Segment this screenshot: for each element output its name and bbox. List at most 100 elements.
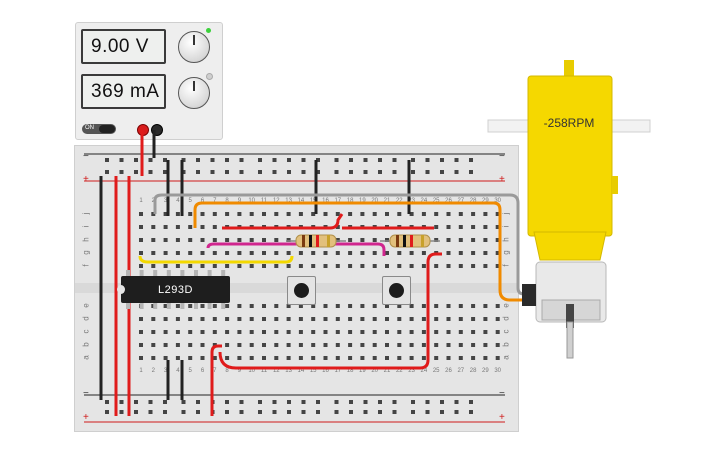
breadboard-hole[interactable] xyxy=(434,317,439,321)
breadboard-hole[interactable] xyxy=(200,343,205,347)
breadboard-hole[interactable] xyxy=(471,225,476,229)
breadboard-hole[interactable] xyxy=(225,264,230,268)
breadboard-hole[interactable] xyxy=(274,343,279,347)
breadboard-hole[interactable] xyxy=(286,238,291,242)
breadboard-hole[interactable] xyxy=(139,264,143,268)
breadboard-hole[interactable] xyxy=(458,356,463,360)
breadboard-hole[interactable] xyxy=(225,400,229,404)
breadboard-hole[interactable] xyxy=(446,212,451,216)
breadboard-hole[interactable] xyxy=(249,264,254,268)
breadboard-hole[interactable] xyxy=(188,225,193,229)
breadboard-hole[interactable] xyxy=(421,304,426,308)
breadboard-hole[interactable] xyxy=(440,410,444,414)
breadboard-hole[interactable] xyxy=(385,356,389,360)
breadboard-hole[interactable] xyxy=(434,343,439,347)
breadboard-hole[interactable] xyxy=(409,330,414,334)
breadboard-hole[interactable] xyxy=(298,343,303,347)
breadboard-hole[interactable] xyxy=(163,158,167,162)
voltage-knob[interactable] xyxy=(178,31,210,63)
breadboard-hole[interactable] xyxy=(200,356,205,360)
breadboard-hole[interactable] xyxy=(139,317,143,321)
breadboard-hole[interactable] xyxy=(249,212,254,216)
breadboard-hole[interactable] xyxy=(200,251,205,255)
breadboard-hole[interactable] xyxy=(301,400,306,404)
breadboard-hole[interactable] xyxy=(409,343,414,347)
breadboard-hole[interactable] xyxy=(372,356,377,360)
breadboard-hole[interactable] xyxy=(249,343,254,347)
breadboard-hole[interactable] xyxy=(360,264,365,268)
breadboard-hole[interactable] xyxy=(134,158,138,162)
breadboard-hole[interactable] xyxy=(348,251,353,255)
breadboard-hole[interactable] xyxy=(495,304,500,308)
breadboard-hole[interactable] xyxy=(335,330,340,334)
breadboard-hole[interactable] xyxy=(434,304,439,308)
breadboard-hole[interactable] xyxy=(440,400,444,404)
breadboard-hole[interactable] xyxy=(409,317,414,321)
breadboard-hole[interactable] xyxy=(188,238,193,242)
breadboard-hole[interactable] xyxy=(458,317,463,321)
breadboard-hole[interactable] xyxy=(397,212,402,216)
breadboard-hole[interactable] xyxy=(151,356,156,360)
breadboard-hole[interactable] xyxy=(446,317,451,321)
breadboard-hole[interactable] xyxy=(175,212,180,216)
breadboard-hole[interactable] xyxy=(119,410,124,414)
breadboard-hole[interactable] xyxy=(274,317,279,321)
breadboard-hole[interactable] xyxy=(287,400,291,404)
breadboard-hole[interactable] xyxy=(163,400,167,404)
breadboard-hole[interactable] xyxy=(225,251,230,255)
breadboard-hole[interactable] xyxy=(378,400,382,404)
breadboard-hole[interactable] xyxy=(311,251,316,255)
breadboard-hole[interactable] xyxy=(363,158,368,162)
breadboard-hole[interactable] xyxy=(495,356,500,360)
breadboard-hole[interactable] xyxy=(335,343,340,347)
breadboard-hole[interactable] xyxy=(274,238,279,242)
breadboard-hole[interactable] xyxy=(175,238,180,242)
breadboard-hole[interactable] xyxy=(440,170,444,174)
breadboard-hole[interactable] xyxy=(316,170,320,174)
breadboard-hole[interactable] xyxy=(200,225,205,229)
breadboard-hole[interactable] xyxy=(385,330,389,334)
breadboard-hole[interactable] xyxy=(411,410,415,414)
breadboard-hole[interactable] xyxy=(225,212,230,216)
breadboard-hole[interactable] xyxy=(409,251,414,255)
breadboard-hole[interactable] xyxy=(469,410,473,414)
breadboard-hole[interactable] xyxy=(495,225,500,229)
breadboard-hole[interactable] xyxy=(348,330,353,334)
breadboard-hole[interactable] xyxy=(334,158,339,162)
breadboard-hole[interactable] xyxy=(237,212,242,216)
breadboard-hole[interactable] xyxy=(287,410,291,414)
breadboard-hole[interactable] xyxy=(210,158,215,162)
breadboard-hole[interactable] xyxy=(349,400,353,404)
current-knob[interactable] xyxy=(178,77,210,109)
breadboard-hole[interactable] xyxy=(434,264,439,268)
breadboard-hole[interactable] xyxy=(440,158,444,162)
breadboard-hole[interactable] xyxy=(237,356,242,360)
breadboard-hole[interactable] xyxy=(421,356,426,360)
breadboard-hole[interactable] xyxy=(471,212,476,216)
breadboard-hole[interactable] xyxy=(446,356,451,360)
breadboard-hole[interactable] xyxy=(139,238,143,242)
breadboard-hole[interactable] xyxy=(148,158,153,162)
breadboard-hole[interactable] xyxy=(385,212,389,216)
breadboard-hole[interactable] xyxy=(258,400,262,404)
breadboard-hole[interactable] xyxy=(349,158,353,162)
breadboard-hole[interactable] xyxy=(105,158,109,162)
breadboard-hole[interactable] xyxy=(274,264,279,268)
breadboard-hole[interactable] xyxy=(119,158,124,162)
resistor-2[interactable] xyxy=(380,234,440,248)
breadboard-hole[interactable] xyxy=(458,251,463,255)
power-switch[interactable]: ON xyxy=(82,124,116,134)
breadboard-hole[interactable] xyxy=(196,400,200,404)
breadboard-hole[interactable] xyxy=(495,330,500,334)
breadboard-hole[interactable] xyxy=(139,343,143,347)
breadboard-hole[interactable] xyxy=(454,170,459,174)
breadboard-hole[interactable] xyxy=(225,238,230,242)
breadboard-hole[interactable] xyxy=(298,317,303,321)
breadboard-hole[interactable] xyxy=(262,356,266,360)
breadboard-hole[interactable] xyxy=(258,410,262,414)
breadboard-hole[interactable] xyxy=(335,251,340,255)
breadboard-hole[interactable] xyxy=(348,238,353,242)
breadboard-hole[interactable] xyxy=(360,212,365,216)
breadboard-hole[interactable] xyxy=(212,356,217,360)
breadboard-hole[interactable] xyxy=(483,264,488,268)
